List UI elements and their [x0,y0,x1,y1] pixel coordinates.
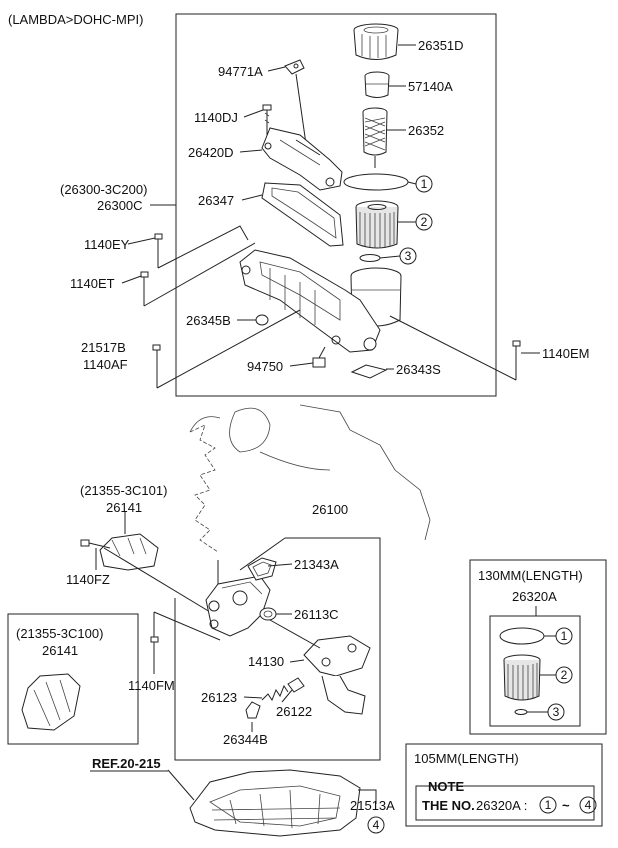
note-the-no: THE NO. [422,798,475,813]
callout-4-oil-pan: 4 [373,818,380,832]
engine-block-outline [189,404,431,553]
callout-3-box: 3 [553,705,560,719]
gasket-21343a [247,557,277,581]
note-part: 26320A : [476,798,527,813]
label-21355-3c101: (21355-3C101) [80,483,167,498]
top-group-leaders [121,44,540,389]
plug-26344b [245,701,261,719]
callout-4-note: 4 [585,798,592,812]
filter-oring-3 [359,254,381,262]
oil-pump-body [205,560,271,637]
label-26344b: 26344B [223,732,268,747]
cap-oring-spring [364,71,390,98]
label-94771a: 94771A [218,64,263,79]
seal-26113c [259,607,277,621]
oil-filter-bracket-26300c [239,249,381,353]
oil-pump-group-leaders [150,563,321,732]
box130-part: 26320A [512,589,557,604]
label-26345b: 26345B [186,313,231,328]
label-21343a: 21343A [294,557,339,572]
callout-1-box: 1 [561,629,568,643]
plug-26345b [255,314,269,326]
label-1140ey: 1140EY [84,237,130,252]
label-1140fm: 1140FM [128,678,175,693]
filter-130mm-box [469,559,607,735]
timing-cover-alt-frame [7,613,139,745]
label-ref-20-215: REF.20-215 [92,756,161,771]
label-26123: 26123 [201,690,237,705]
label-26420d: 26420D [188,145,234,160]
oil-pump-group-frame [174,537,381,761]
label-26122: 26122 [276,704,312,719]
timing-cover-26141-upper [99,512,159,571]
oil-pan-21513a [167,769,377,837]
callout-1-top: 1 [421,177,428,191]
box105-title: 105MM(LENGTH) [414,751,519,766]
bolt-1140fz [80,539,221,619]
callout-1-note: 1 [545,798,552,812]
oil-filter-2 [355,200,399,249]
callout-2-box: 2 [561,668,568,682]
label-1140et: 1140ET [70,276,115,291]
label-26352: 26352 [408,123,444,138]
oil-strainer-14130 [303,635,371,715]
bolt-1140ey [154,233,163,268]
oil-pressure-switch-94750 [312,346,326,368]
label-1140fz: 1140FZ [66,572,110,587]
filter-oring-1 [343,173,409,191]
bolt-1140et [140,271,149,306]
label-26347: 26347 [198,193,234,208]
label-26141-upper: 26141 [106,500,142,515]
bolt-1140em [512,340,521,380]
filter-105mm-box [405,743,603,827]
label-21355-3c100: (21355-3C100) [16,626,103,641]
label-26141-left: 26141 [42,643,78,658]
label-94750: 94750 [247,359,283,374]
label-26100: 26100 [312,502,348,517]
callout-2-top: 2 [421,215,428,229]
callout-3-top: 3 [405,249,412,263]
relief-plunger-26122 [287,677,305,693]
label-26343s: 26343S [396,362,441,377]
oil-cooler-cover-26420d [261,127,343,191]
label-26113c: 26113C [294,607,339,622]
label-1140af: 1140AF [83,357,128,372]
oil-filter-cap [353,23,399,60]
label-57140a: 57140A [408,79,453,94]
label-21513a: 21513A [350,798,395,813]
gasket-26347 [261,182,344,247]
relief-spring-26123 [261,684,289,702]
callout-circles [367,175,597,834]
bolt-21517b [152,344,161,388]
note-range-separator: ~ [562,798,570,813]
engine-variant-title: (LAMBDA>DOHC-MPI) [8,12,143,27]
label-1140em: 1140EM [542,346,589,361]
label-26300c: 26300C [97,198,143,213]
label-21517b: 21517B [81,340,126,355]
label-1140dj: 1140DJ [194,110,238,125]
label-26300-3c200: (26300-3C200) [60,182,147,197]
oil-filter-element-core [362,107,388,168]
label-14130: 14130 [248,654,284,669]
label-26351d: 26351D [418,38,464,53]
label-26343s [350,364,388,379]
note-title: NOTE [428,779,464,794]
box130-title: 130MM(LENGTH) [478,568,583,583]
